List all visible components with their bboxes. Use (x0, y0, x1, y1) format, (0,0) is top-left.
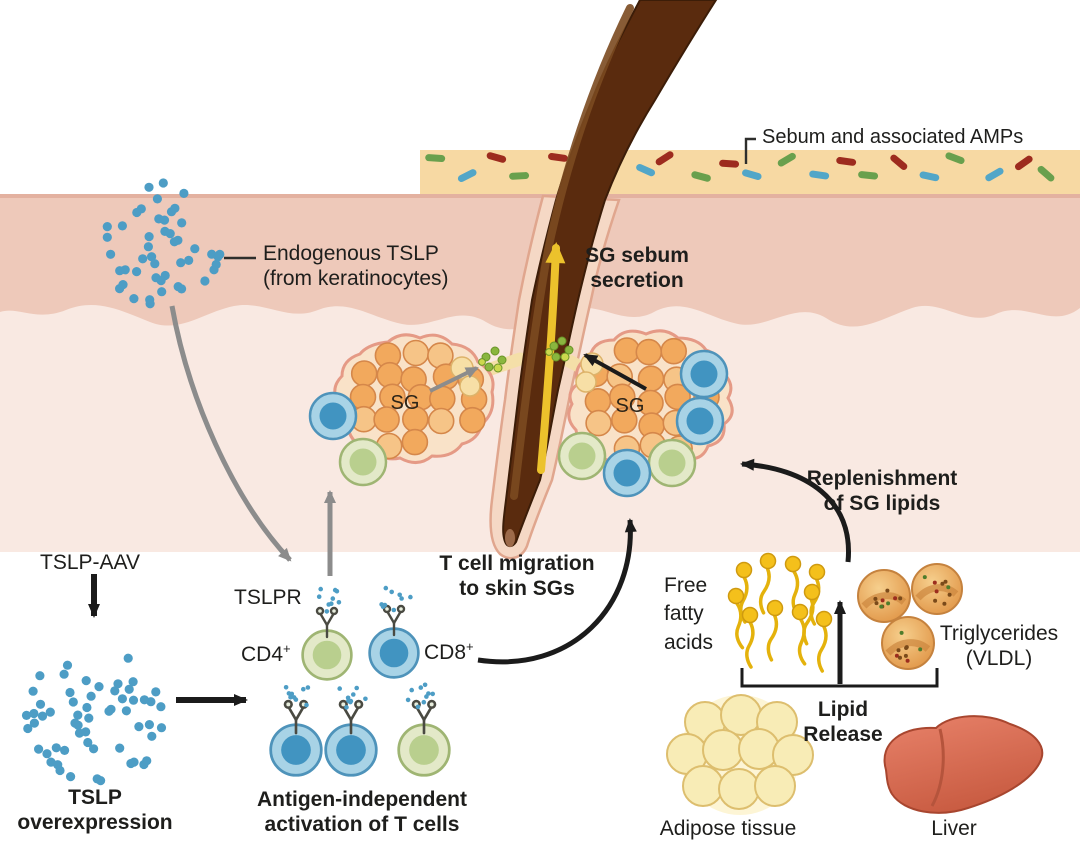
sg-right-label: SG (615, 395, 645, 417)
tslp-overexpression-cluster (21, 653, 167, 786)
dermal-papilla (505, 529, 515, 547)
t-cell-activation (269, 585, 451, 777)
lipid-release-label: Lipid Release (803, 698, 883, 746)
free-fatty-acids-illustration (726, 551, 834, 674)
adipose-tissue-label: Adipose tissue (659, 817, 797, 840)
replenishment-arrow (740, 458, 851, 563)
free-fatty-acids-label: Free fatty acids (664, 574, 714, 654)
t-cell-blue (308, 391, 358, 441)
triglyceride-sphere (911, 563, 963, 615)
sg-sebum-secretion-label: SG sebum secretion (585, 244, 689, 292)
cd4-sup: + (283, 641, 291, 656)
liver-label: Liver (931, 817, 977, 840)
skin-surface-line (0, 194, 1080, 198)
t-cell-blue (602, 448, 652, 498)
t-cell-green (338, 437, 388, 487)
duct-sebum-dots (478, 336, 574, 373)
arrows (88, 305, 851, 706)
t-cell-migration-arrow (477, 518, 637, 665)
sebum-secretion-arrow (537, 242, 566, 474)
sebum-layer (0, 150, 1080, 198)
lipid-release-bracket (740, 668, 939, 688)
left-duct-arrow (429, 366, 479, 393)
tslp-aav-label: TSLP-AAV (40, 551, 140, 574)
tslp-pointer-dot (213, 252, 223, 262)
tslp-overexpression-label: TSLP overexpression (17, 786, 173, 834)
replenishment-label: Replenishment of SG lipids (806, 467, 958, 515)
triglycerides-label: Triglycerides (VLDL) (939, 622, 1059, 670)
tslpr-label: TSLPR (234, 586, 302, 609)
liver-illustration (883, 715, 1044, 814)
tslp-sprinkle-dots (283, 585, 436, 710)
triglyceride-sphere (857, 569, 911, 623)
t-cell-blue (679, 349, 729, 399)
endogenous-tslp-cluster (102, 178, 225, 309)
cd8-text: CD8 (424, 641, 467, 664)
t-cell-green (647, 438, 697, 488)
cd8-label: CD8+ (424, 639, 474, 666)
t-cell-migration-label: T cell migration to skin SGs (439, 552, 595, 600)
sebum-label-leader (744, 137, 756, 164)
cd4-text: CD4 (241, 643, 284, 666)
adipose-tissue-illustration (666, 694, 814, 815)
cd4-label: CD4+ (241, 641, 291, 668)
t-cell-blue (675, 396, 725, 446)
t-cell-green (557, 431, 607, 481)
endogenous-tslp-label: Endogenous TSLP (from keratinocytes) (263, 242, 449, 290)
antigen-activation-label: Antigen-independent activation of T cell… (257, 788, 467, 836)
sg-left-label: SG (390, 392, 420, 414)
sebum-amps-label: Sebum and associated AMPs (762, 126, 1024, 148)
right-duct-arrow (583, 353, 647, 391)
leader-lines (213, 137, 756, 262)
endogenous-tslp-arrow (169, 305, 292, 562)
cd8-sup: + (466, 639, 474, 654)
triglyceride-sphere (881, 616, 935, 670)
triglyceride-spheres (857, 563, 963, 670)
